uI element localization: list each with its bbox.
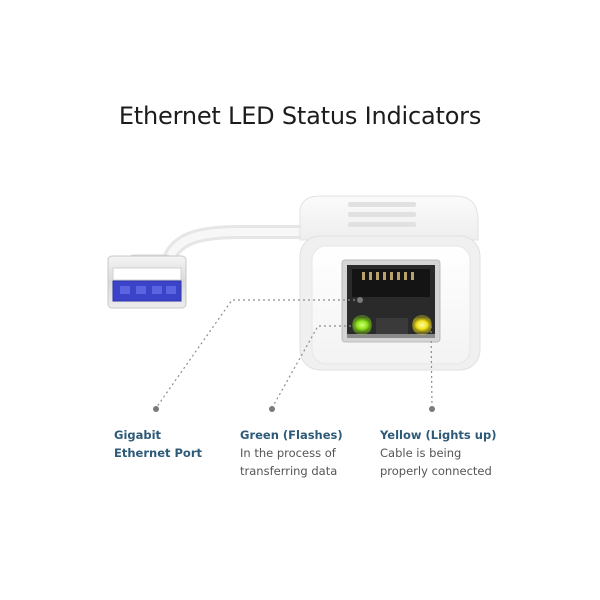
green-led-heading: Green (Flashes) — [240, 428, 343, 442]
green-led-desc-line1: In the process of — [240, 446, 336, 460]
yellow-led-icon — [412, 315, 432, 335]
leader-line-gigabit — [155, 299, 360, 409]
green-led-label: Green (Flashes) In the process of transf… — [240, 426, 370, 480]
yellow-led-heading: Yellow (Lights up) — [380, 428, 497, 442]
yellow-led-desc-line2: properly connected — [380, 464, 492, 478]
yellow-led-label: Yellow (Lights up) Cable is being proper… — [380, 426, 510, 480]
usb-connector-icon — [107, 254, 187, 309]
green-led-icon — [352, 315, 372, 335]
gigabit-label-line1: Gigabit — [114, 428, 162, 442]
leader-line-yellow — [430, 325, 433, 409]
gigabit-port-label: Gigabit Ethernet Port — [114, 426, 224, 462]
page-title: Ethernet LED Status Indicators — [118, 102, 482, 130]
green-led-desc-line2: transferring data — [240, 464, 338, 478]
gigabit-label-line2: Ethernet Port — [114, 446, 202, 460]
leader-line-green — [271, 325, 356, 409]
yellow-led-desc-line1: Cable is being — [380, 446, 462, 460]
